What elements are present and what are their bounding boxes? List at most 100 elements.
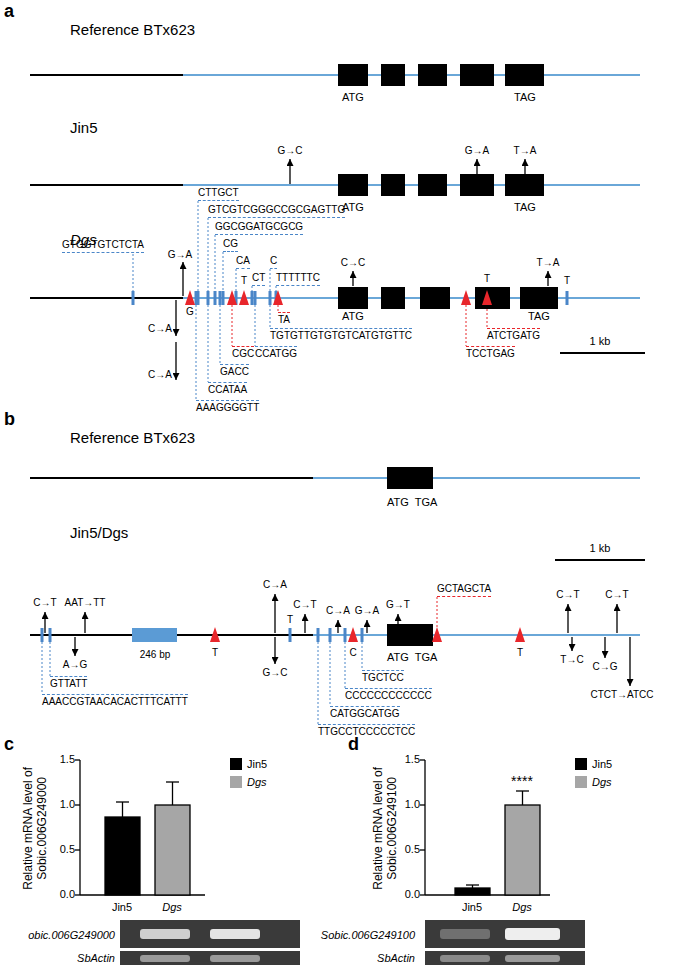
legend-label: Dgs [247,777,267,788]
panel-letter: c [4,735,14,753]
inserted-sequence: CCATGG [255,346,297,359]
text-label: TGA [415,652,438,663]
inserted-sequence: AAACCGTAACACACTTTCATTT [42,694,188,707]
text-label: ATG [342,202,364,213]
dgs-a [30,201,645,400]
text-label: TAG [514,202,536,213]
inserted-sequence: GTCGTCGGGCCGCGAGTTG [208,205,345,218]
text-label: T [564,276,570,286]
text-label: T [212,648,218,658]
inserted-sequence: CTTGCT [198,188,239,201]
jin5-a [30,159,640,196]
deleted-sequence: ATCTGATG [487,328,540,341]
text-label: Reference BTx623 [70,430,195,445]
text-label: C [349,648,356,658]
text-label: C→T [605,590,628,600]
text-label: T→C [560,655,583,665]
text-label: G [186,307,194,317]
text-label: Jin5 [112,902,132,913]
deleted-sequence: TA [278,312,290,325]
text-label: T [484,274,490,284]
text-label: 1.0 [60,799,75,810]
deleted-sequence: CGC [232,346,254,359]
text-label: ATG [387,652,409,663]
text-label: TGA [415,497,438,508]
panel-letter: d [348,735,359,753]
text-label: T→A [537,258,560,268]
text-label: C→T [33,598,56,608]
text-label: G→A [355,606,379,616]
inserted-sequence: TGCTCC [362,670,404,683]
text-label: ATG [342,311,364,322]
text-label: SbActin [77,953,115,964]
inserted-sequence: CCCCCCCCCCCC [345,688,432,701]
text-label: Jin5 [70,120,98,135]
axis-title: Relative mRNA level of Sobic.006G249100 [371,753,400,903]
text-label: T [517,648,523,658]
text-label: 0.0 [405,889,420,900]
text-label: C→C [341,258,365,268]
text-label: **** [511,774,533,788]
text-label: SbActin [377,953,415,964]
text-label: C→T [556,590,579,600]
inserted-sequence: CT [252,273,265,286]
inserted-sequence: TGTGTTGTGTGTCATGTGTTC [270,328,412,341]
text-label: G→C [263,668,288,678]
text-label: T→A [514,146,537,156]
text-label: C→A [148,370,172,380]
inserted-sequence: CG [223,239,238,252]
text-label: C→A [263,580,287,590]
text-label: AAT→TT [65,598,106,608]
text-label: 246 bp [140,650,171,660]
inserted-sequence: CATGGCATGG [330,706,400,719]
text-label: Reference BTx623 [70,22,195,37]
bar-chart-d [420,760,550,895]
panel-letter: b [4,410,15,428]
inserted-sequence: GTGGTGTCTCTA [62,240,144,253]
gel-d [425,920,585,965]
text-label: C→G [593,662,618,672]
text-label: 1.0 [405,799,420,810]
legend-swatch [575,776,587,788]
inserted-sequence: GTTATT [50,676,87,689]
jin5-dgs-b [30,560,645,724]
text-label: 0.0 [60,889,75,900]
legend-swatch [575,758,587,770]
text-label: 1 kb [590,336,611,347]
inserted-sequence: GACC [220,364,249,377]
legend-label: Dgs [592,777,612,788]
text-label: 0.5 [405,844,420,855]
inserted-sequence: TTTTTTC [276,273,320,286]
text-label: G→A [168,250,192,260]
text-label: TAG [528,311,550,322]
text-label: G→C [278,146,303,156]
deleted-sequence: GCTAGCTA [437,584,491,597]
text-label: TAG [514,92,536,103]
deleted-sequence: TCCTGAG [466,346,515,359]
text-label: Jin5/Dgs [70,525,128,540]
text-label: 1 kb [590,543,611,554]
legend-label: Jin5 [592,759,612,770]
reference-b [30,467,640,489]
inserted-sequence: CCATAA [208,382,247,395]
text-label: Dgs [162,902,182,913]
legend-swatch [230,758,242,770]
text-label: G→A [465,146,489,156]
text-label: CTCT→ATCC [590,690,653,700]
text-label: ATG [387,497,409,508]
text-label: G→T [386,600,410,610]
text-label: Sobic.006G249100 [321,930,415,941]
panel-letter: a [4,2,14,20]
legend-swatch [230,776,242,788]
inserted-sequence: C [270,256,277,269]
inserted-sequence: TTGCCTCCCCCTCC [318,724,415,737]
inserted-sequence: GGCGGATGCGCG [215,222,303,235]
text-label: C→T [293,600,316,610]
axis-title: Relative mRNA level of Sobic.006G249000 [21,753,50,903]
text-label: C→A [148,324,172,334]
text-label: Jin5 [462,902,482,913]
text-label: 0.5 [60,844,75,855]
text-label: ATG [342,92,364,103]
text-label: Dgs [512,902,532,913]
